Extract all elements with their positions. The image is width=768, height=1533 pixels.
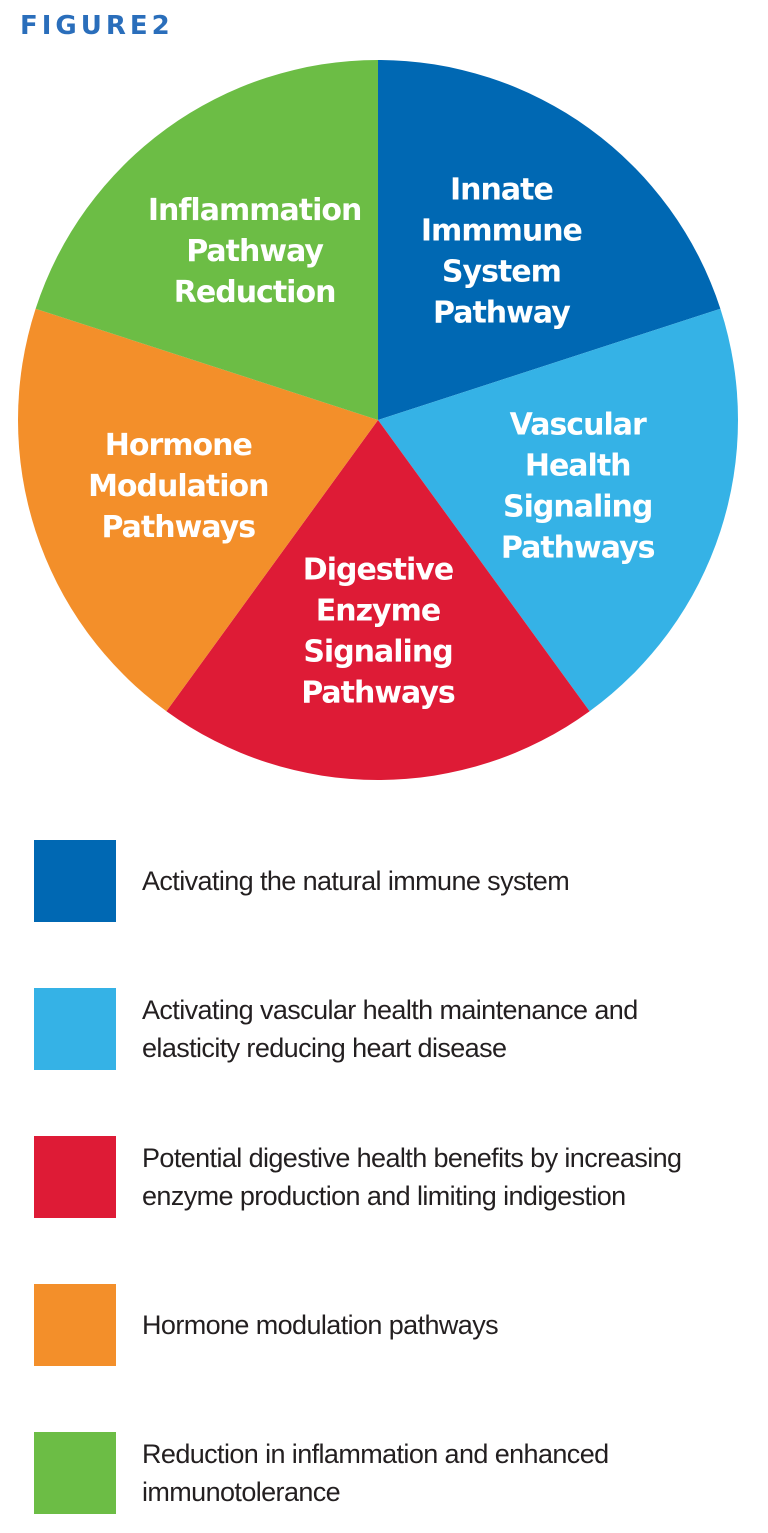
pie-slice-label-line: Hormone (105, 428, 252, 463)
pie-slice-label-line: Digestive (303, 553, 453, 588)
pie-slice-label-line: Signaling (303, 635, 452, 670)
legend-label-line: Reduction in inflammation and enhanced (142, 1439, 609, 1469)
pie-slice-label-line: Inflammation (148, 193, 361, 228)
legend-label-line: elasticity reducing heart disease (142, 1033, 507, 1063)
pie-slice-label-line: Enzyme (316, 594, 440, 629)
pie-slices (17, 60, 739, 781)
pie-slice-label-line: Pathway (186, 234, 324, 269)
legend-label: Reduction in inflammation and enhanced im… (142, 1432, 742, 1514)
legend-label: Hormone modulation pathways (142, 1284, 742, 1366)
legend-item: Reduction in inflammation and enhanced im… (0, 1432, 768, 1516)
legend-label: Activating the natural immune system (142, 840, 742, 922)
legend-item: Activating vascular health maintenance a… (0, 988, 768, 1072)
legend-label-line: Potential digestive health benefits by i… (142, 1143, 682, 1173)
legend-label-line: immunotolerance (142, 1477, 341, 1507)
pie-slice-innate-immune (378, 60, 721, 420)
legend-item: Activating the natural immune system (0, 840, 768, 924)
legend-label-line: Activating vascular health maintenance a… (142, 995, 638, 1025)
legend-item: Hormone modulation pathways (0, 1284, 768, 1368)
legend-label-line: Hormone modulation pathways (142, 1310, 499, 1340)
pie-slice-label-line: Pathways (301, 676, 455, 711)
pie-slice-label-line: Health (525, 448, 631, 483)
pie-slice-label-line: Signaling (503, 489, 652, 524)
pie-slice-label-line: Pathways (501, 530, 655, 565)
legend-label: Activating vascular health maintenance a… (142, 988, 742, 1070)
legend-label: Potential digestive health benefits by i… (142, 1136, 742, 1218)
legend-swatch (34, 1136, 116, 1218)
legend-swatch (34, 840, 116, 922)
pie-slice-label-line: Pathway (433, 296, 571, 331)
pie-slice-label-line: Innate (450, 173, 553, 208)
pie-slice-label-line: Vascular (510, 407, 647, 442)
pie-slice-label-line: System (442, 255, 561, 290)
pie-slice-inflammation-reduction (35, 60, 379, 420)
legend-swatch (34, 1432, 116, 1514)
legend-label-line: Activating the natural immune system (142, 866, 570, 896)
pie-slice-label-line: Modulation (88, 469, 268, 504)
pie-slice-digestive-enzyme (166, 420, 590, 781)
figure-title: FIGURE2 (20, 11, 174, 41)
legend-label-line: enzyme production and limiting indigesti… (142, 1181, 626, 1211)
legend-swatch (34, 988, 116, 1070)
legend-swatch (34, 1284, 116, 1366)
pie-slice-hormone-modulation (17, 308, 378, 712)
pie-slice-label-line: Immmune (421, 214, 582, 249)
pie-slice-label-line: Pathways (102, 510, 256, 545)
legend-item: Potential digestive health benefits by i… (0, 1136, 768, 1220)
pie-slice-vascular-health (378, 308, 739, 712)
pie-slice-label-line: Reduction (174, 275, 336, 310)
